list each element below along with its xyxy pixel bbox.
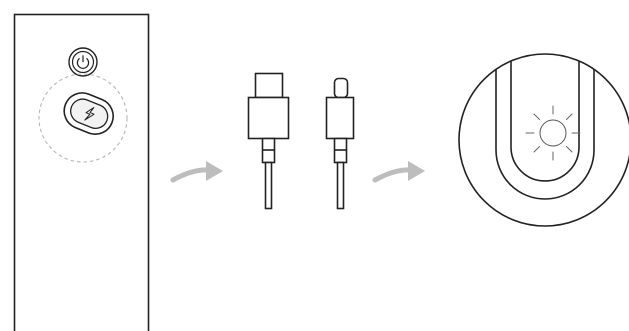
light-rays [525, 105, 581, 161]
zoomed-port-detail [495, 54, 595, 200]
usb-a-cable [247, 72, 290, 210]
device-charging-port-icon [13, 13, 150, 331]
light-lens [539, 119, 567, 147]
power-button-icon [68, 47, 98, 77]
charging-port-icon [63, 92, 114, 135]
light-glow-icon [525, 105, 581, 161]
arrow-right-icon [372, 161, 425, 183]
arrow-right-icon [170, 161, 223, 183]
usb-c-cable [325, 77, 355, 210]
zoom-circle [458, 53, 629, 227]
device-body [13, 13, 150, 331]
charging-indicator-light-icon [458, 53, 629, 227]
highlight-dashed-circle [38, 73, 128, 163]
usb-to-usb-c-cable-icon [247, 72, 355, 210]
